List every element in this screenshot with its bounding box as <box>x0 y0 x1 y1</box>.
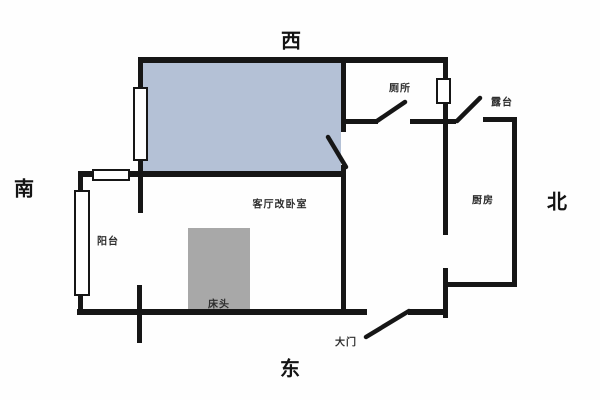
wall-kitchen-south <box>443 282 515 287</box>
label-living-to-bedroom: 客厅改卧室 <box>252 199 308 211</box>
compass-east: 东 <box>280 358 300 381</box>
bedroom-door-swing-line <box>325 134 349 170</box>
wall-corridor-east-upper <box>443 57 448 235</box>
wall-balcony-west-lower <box>78 293 83 314</box>
compass-north: 北 <box>547 191 567 214</box>
wall-kitchen-east <box>512 117 517 287</box>
wall-kitchen-north <box>483 117 515 122</box>
balcony-window <box>74 190 90 296</box>
bedroom-west-window <box>133 87 148 161</box>
wall-toilet-south-left <box>343 119 378 124</box>
toilet-door-swing-line <box>374 99 408 124</box>
south-window <box>92 169 130 181</box>
wall-outer-east-bottom <box>77 309 367 315</box>
toilet-window <box>436 78 451 104</box>
compass-south: 南 <box>14 178 34 201</box>
wall-balcony-west-upper <box>78 171 83 192</box>
wall-entry-east <box>408 309 447 315</box>
compass-west: 西 <box>281 30 301 53</box>
wall-bedroom-west-upper <box>138 57 143 90</box>
wall-outer-west-top <box>138 57 447 63</box>
terrace-door-swing-line <box>454 95 483 124</box>
wall-balcony-partition <box>137 285 142 343</box>
wall-corridor-east-lower <box>443 268 448 318</box>
wall-center-south <box>341 165 346 315</box>
label-bed-head: 床头 <box>208 299 230 311</box>
label-balcony: 阳台 <box>97 236 119 248</box>
label-main-door: 大门 <box>335 337 357 349</box>
bed-headboard <box>188 228 250 311</box>
label-toilet: 厕所 <box>389 83 411 95</box>
label-terrace: 露台 <box>491 97 513 109</box>
wall-center-north <box>341 57 346 132</box>
wall-toilet-south-right <box>410 119 456 124</box>
entry-door-swing-line <box>363 308 412 340</box>
label-kitchen: 厨房 <box>472 195 494 207</box>
wall-bedroom-west-lower <box>138 158 143 213</box>
wall-bedroom-south <box>78 171 345 177</box>
north-bedroom-highlight <box>143 63 341 171</box>
